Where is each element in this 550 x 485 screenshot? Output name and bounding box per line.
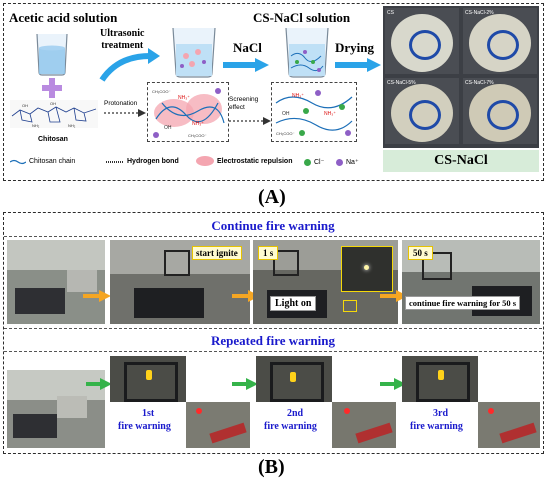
protonation-arrow-icon xyxy=(104,109,146,117)
photo-warning-3-light xyxy=(478,402,540,448)
warning-1-order: 1st xyxy=(142,408,155,419)
continue-warning-title: Continue fire warning xyxy=(211,218,335,233)
arrow-orange-1-icon xyxy=(83,290,111,302)
legend-hbond: Hydrogen bond xyxy=(106,158,179,165)
svg-text:NH₃⁺: NH₃⁺ xyxy=(192,121,204,127)
acetic-acid-label: Acetic acid solution xyxy=(9,10,118,25)
photo-warning-2-top xyxy=(256,356,332,402)
legend-na: Na⁺ xyxy=(336,158,359,166)
repeated-row-divider xyxy=(4,351,542,352)
photo-warning-1-light xyxy=(186,402,250,448)
continue-row-divider xyxy=(4,236,542,237)
film-label-2: CS-NaCl-2% xyxy=(465,10,494,16)
drying-label: Drying xyxy=(335,40,374,55)
arrow-green-1-icon xyxy=(86,378,112,390)
warning-1-text: fire warning xyxy=(118,421,171,432)
arrow-green-2-icon xyxy=(232,378,258,390)
film-label-5: CS-NaCl-5% xyxy=(387,80,416,86)
cs-nacl-solution-label: CS-NaCl solution xyxy=(253,10,351,25)
warning-3-text: fire warning xyxy=(410,421,463,432)
chitosan-label: Chitosan xyxy=(38,136,68,143)
cs-nacl-film-photos: CS CS-NaCl-2% CS-NaCl-5% CS-NaCl-7% xyxy=(383,6,539,148)
continue-50s-label: continue fire warning for 50 s xyxy=(405,296,521,310)
photo-warning-3-top xyxy=(402,356,478,402)
photo-warning-2-light xyxy=(332,402,396,448)
light-on-label: Light on xyxy=(270,296,317,311)
svg-text:NH₃⁺: NH₃⁺ xyxy=(178,95,190,101)
photo-start-ignite xyxy=(110,240,250,324)
ultrasonic-arrow-icon xyxy=(99,48,160,82)
row-divider xyxy=(4,328,542,329)
panel-a-frame xyxy=(3,3,544,181)
beaker-acetic-acid xyxy=(36,33,68,76)
svg-text:NH₃⁺: NH₃⁺ xyxy=(292,93,304,99)
protonation-label: Protonation xyxy=(104,100,138,107)
protonated-chitosan-scene: NH₃⁺ NH₃⁺ OH CH₃COO⁻ CH₃COO⁻ xyxy=(147,82,229,142)
repeated-warning-title: Repeated fire warning xyxy=(211,333,335,348)
chitosan-structure: OH OH NH₂ NH₂ xyxy=(10,100,98,128)
screening-arrow-icon xyxy=(229,117,271,125)
ultrasonic-label: Ultrasonic treatment xyxy=(100,28,145,51)
nacl-label: NaCl xyxy=(233,40,262,55)
film-label-7: CS-NaCl-7% xyxy=(465,80,494,86)
beaker-cs-nacl xyxy=(285,27,329,78)
product-label: CS-NaCl xyxy=(383,150,539,172)
svg-text:NH₂: NH₂ xyxy=(68,123,76,128)
caption-a: (A) xyxy=(258,186,286,208)
beaker-protonated xyxy=(172,27,216,78)
svg-text:CH₃COO⁻: CH₃COO⁻ xyxy=(152,89,171,94)
drying-arrow-icon xyxy=(335,58,381,72)
arrow-green-3-icon xyxy=(380,378,406,390)
svg-text:OH: OH xyxy=(22,103,28,108)
legend-repulsion: Electrostatic repulsion xyxy=(196,156,292,166)
start-ignite-label: start ignite xyxy=(192,246,242,260)
warning-2-text: fire warning xyxy=(264,421,317,432)
svg-text:OH: OH xyxy=(50,101,56,106)
warning-3-order: 3rd xyxy=(433,408,448,419)
svg-text:CH₃COO⁻: CH₃COO⁻ xyxy=(188,133,207,138)
panel-b-frame xyxy=(3,212,544,454)
svg-text:NH₃⁺: NH₃⁺ xyxy=(324,111,336,117)
svg-text:NH₂: NH₂ xyxy=(32,123,40,128)
svg-text:OH: OH xyxy=(164,125,172,131)
screening-effect-label: Screening effect xyxy=(229,96,259,111)
legend-cl: Cl⁻ xyxy=(304,158,324,166)
nacl-arrow-icon xyxy=(223,58,269,72)
svg-text:CH₃COO⁻: CH₃COO⁻ xyxy=(276,131,295,136)
photo-warning-1-top xyxy=(110,356,186,402)
legend-chain: Chitosan chain xyxy=(10,158,75,165)
fifty-second-label: 50 s xyxy=(408,246,433,260)
photo-setup xyxy=(7,240,105,324)
svg-text:OH: OH xyxy=(282,111,290,117)
film-label-cs: CS xyxy=(387,10,394,16)
screened-chitosan-scene: NH₃⁺ NH₃⁺ OH CH₃COO⁻ xyxy=(271,82,357,142)
warning-2-order: 2nd xyxy=(287,408,304,419)
plus-icon xyxy=(42,78,62,98)
caption-b: (B) xyxy=(258,456,285,478)
one-second-label: 1 s xyxy=(258,246,279,260)
